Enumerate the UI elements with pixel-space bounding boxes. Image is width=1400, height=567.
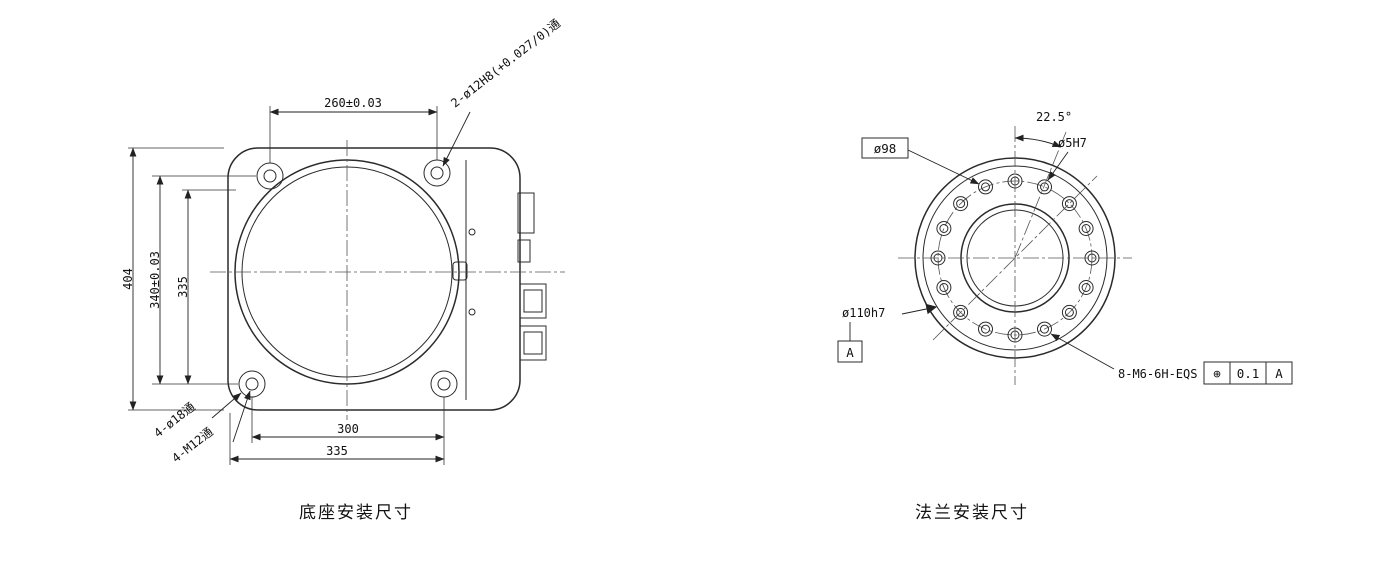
flange-bolt-hole: [1081, 283, 1091, 292]
flange-bolt-hole: [981, 182, 990, 192]
dim-top-width: 260±0.03: [324, 96, 382, 110]
flange-bolt-hole: [1061, 196, 1077, 212]
flange-bolt-hole: [978, 179, 993, 195]
flange-bolt-hole: [1078, 221, 1094, 236]
flange-bolt-hole: [1064, 307, 1074, 317]
base-corner-hole-tl: [256, 162, 284, 190]
flange-bolt-hole: [1078, 280, 1094, 295]
dim-height-overall: 404: [121, 268, 135, 290]
flange-bolt-hole: [953, 304, 969, 320]
dim-height-holes: 340±0.03: [148, 251, 162, 309]
base-centerlines: [210, 140, 565, 420]
flange-caption: 法兰安装尺寸: [915, 503, 1029, 523]
base-caption: 底座安装尺寸: [299, 503, 413, 523]
flange-bolt-hole: [1064, 199, 1074, 209]
flange-bolt-hole: [936, 221, 952, 236]
dim-angle: 22.5°: [1036, 110, 1072, 124]
base-corner-hole-bl: [238, 370, 266, 398]
base-connectors: [468, 192, 547, 361]
flange-bolt-hole: [936, 280, 952, 295]
flange-bolt-hole: [981, 324, 990, 334]
flange-dimensions: 22.5° ø98 ø5H7 ø110h7 A 8-M6-6H-EQS ⊕ 0: [837, 110, 1293, 385]
feature-control-frame: ⊕ 0.1 A: [1203, 361, 1293, 385]
flange-bolt-hole: [956, 307, 966, 317]
datum-label: A: [846, 345, 854, 360]
flange-bolt-hole: [1037, 179, 1052, 195]
flange-bolt-hole: [1040, 182, 1049, 192]
flange-bolt-hole: [953, 196, 969, 212]
base-corner-hole-br: [430, 370, 458, 398]
thread-note: 8-M6-6H-EQS: [1118, 367, 1197, 381]
flange-bolt-hole: [939, 224, 949, 233]
flange-bolt-hole: [1081, 224, 1091, 233]
dim-bottom-overall: 335: [326, 444, 348, 458]
thread-hole-note: 4-M12通: [169, 425, 216, 466]
dim-height-inner: 335: [176, 276, 190, 298]
base-outline: [227, 147, 547, 411]
flange-view: 22.5° ø98 ø5H7 ø110h7 A 8-M6-6H-EQS ⊕ 0: [837, 110, 1293, 523]
dim-bottom-holes: 300: [337, 422, 359, 436]
flange-bolt-hole: [956, 199, 966, 209]
dim-spigot: ø110h7: [842, 306, 885, 320]
dowel-hole-note: 2-ø12H8(+0.027/0)通: [448, 16, 563, 110]
fcf-position-symbol: ⊕: [1213, 366, 1221, 381]
flange-centerlines: [898, 126, 1132, 385]
flange-bolt-hole: [939, 283, 949, 292]
dim-pin-hole: ø5H7: [1058, 136, 1087, 150]
dim-bolt-circle: ø98: [874, 141, 897, 156]
base-dimensions: 260±0.03 2-ø12H8(+0.027/0)通 404 340±0.03…: [121, 16, 563, 465]
flange-bolt-hole: [1040, 324, 1049, 334]
fcf-datum: A: [1275, 366, 1283, 381]
flange-bolt-hole: [1037, 321, 1052, 337]
fcf-tolerance: 0.1: [1237, 366, 1260, 381]
base-view: 260±0.03 2-ø12H8(+0.027/0)通 404 340±0.03…: [121, 16, 565, 523]
base-corner-hole-tr: [423, 159, 451, 187]
flange-bolt-hole: [978, 321, 993, 337]
flange-bolt-hole: [1061, 304, 1077, 320]
clearance-hole-note: 4-ø18通: [151, 400, 198, 441]
